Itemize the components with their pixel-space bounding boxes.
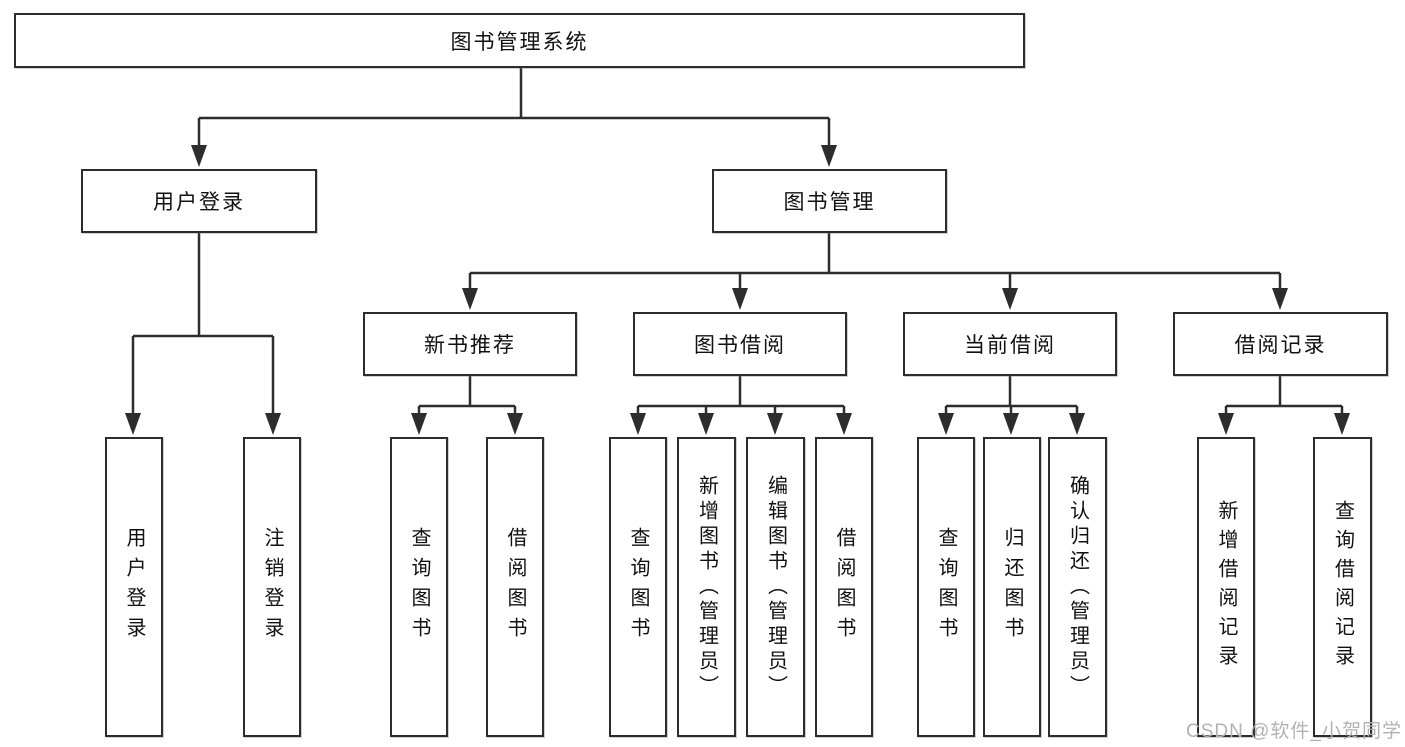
leaf-label: 借阅图书 — [833, 527, 855, 647]
node-label: 用户登录 — [153, 191, 245, 214]
leaf-label: 确认归还（管理员） — [1066, 474, 1089, 700]
node-library-management-system: 图书管理系统 — [14, 13, 1025, 68]
node-book-management: 图书管理 — [712, 169, 947, 233]
leaf-label: 用户登录 — [123, 527, 145, 647]
leaf-return-book: 归还图书 — [983, 437, 1041, 737]
leaf-label: 新增图书（管理员） — [695, 474, 718, 700]
leaf-borrow-books-recommend: 借阅图书 — [486, 437, 544, 737]
leaf-label: 归还图书 — [1001, 527, 1023, 647]
leaf-query-borrow-record: 查询借阅记录 — [1313, 437, 1372, 737]
node-user-login: 用户登录 — [81, 169, 317, 233]
node-label: 新书推荐 — [424, 334, 516, 357]
leaf-user-login: 用户登录 — [105, 437, 163, 737]
leaf-label: 查询图书 — [408, 527, 430, 647]
leaf-edit-book-admin: 编辑图书（管理员） — [746, 437, 805, 737]
leaf-label: 借阅图书 — [504, 527, 526, 647]
leaf-label: 查询图书 — [935, 527, 957, 647]
leaf-add-book-admin: 新增图书（管理员） — [677, 437, 736, 737]
leaf-label: 新增借阅记录 — [1215, 500, 1237, 674]
node-borrowing-records: 借阅记录 — [1173, 312, 1388, 376]
leaf-add-borrow-record: 新增借阅记录 — [1197, 437, 1255, 737]
csdn-watermark: CSDN @软件_小贺同学 — [1186, 721, 1402, 742]
leaf-label: 编辑图书（管理员） — [764, 474, 787, 700]
leaf-query-books-recommend: 查询图书 — [390, 437, 448, 737]
leaf-confirm-return-admin: 确认归还（管理员） — [1048, 437, 1107, 737]
node-book-borrowing: 图书借阅 — [633, 312, 847, 376]
leaf-query-books-borrow: 查询图书 — [609, 437, 667, 737]
node-label: 图书借阅 — [694, 334, 786, 357]
node-label: 图书管理系统 — [450, 30, 589, 54]
leaf-borrow-books: 借阅图书 — [815, 437, 873, 737]
node-label: 图书管理 — [783, 191, 876, 214]
node-new-book-recommendation: 新书推荐 — [363, 312, 577, 376]
node-label: 借阅记录 — [1234, 334, 1327, 357]
leaf-label: 注销登录 — [261, 527, 283, 647]
leaf-query-books-current: 查询图书 — [917, 437, 975, 737]
node-current-borrowing: 当前借阅 — [903, 312, 1117, 376]
leaf-label: 查询借阅记录 — [1331, 500, 1354, 674]
leaf-label: 查询图书 — [627, 527, 649, 647]
leaf-logout: 注销登录 — [243, 437, 301, 737]
node-label: 当前借阅 — [964, 334, 1056, 357]
